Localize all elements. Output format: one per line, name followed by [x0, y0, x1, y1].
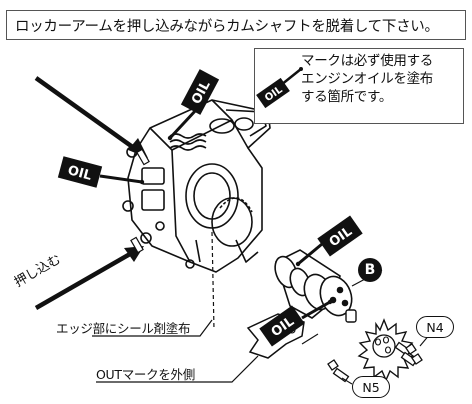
oil-tag-camshaft: OIL	[295, 215, 363, 267]
cam-sprocket	[357, 318, 415, 382]
instruction-banner: ロッカーアームを押し込みながらカムシャフトを脱着して下さい。	[6, 10, 466, 40]
oil-legend-icon: OIL	[256, 67, 303, 109]
edge-sealant-label: エッジ部にシール剤塗布	[56, 321, 191, 336]
dowel-pin	[345, 309, 357, 323]
sprocket-bolts	[327, 333, 431, 385]
callout-n4: N4	[416, 316, 454, 338]
legend-line-3: する箇所です。	[301, 89, 393, 105]
legend-line-1: マークは必ず使用する	[301, 53, 433, 69]
oil-tag-left: OIL	[57, 156, 145, 188]
oil-legend-box: OIL マークは必ず使用する エンジンオイルを塗布 する箇所です。	[254, 48, 464, 124]
camshaft	[274, 249, 353, 319]
oil-legend-text: マークは必ず使用する エンジンオイルを塗布 する箇所です。	[301, 52, 463, 106]
callout-b: B	[358, 258, 382, 282]
push-arrows	[34, 76, 150, 310]
legend-line-2: エンジンオイルを塗布	[301, 71, 433, 87]
out-mark-label: OUTマークを外側	[96, 367, 195, 382]
oil-tag-top: OIL	[167, 69, 220, 141]
cylinder-head	[122, 99, 271, 331]
callout-n5: N5	[352, 376, 390, 398]
svg-text:OIL: OIL	[66, 163, 93, 184]
